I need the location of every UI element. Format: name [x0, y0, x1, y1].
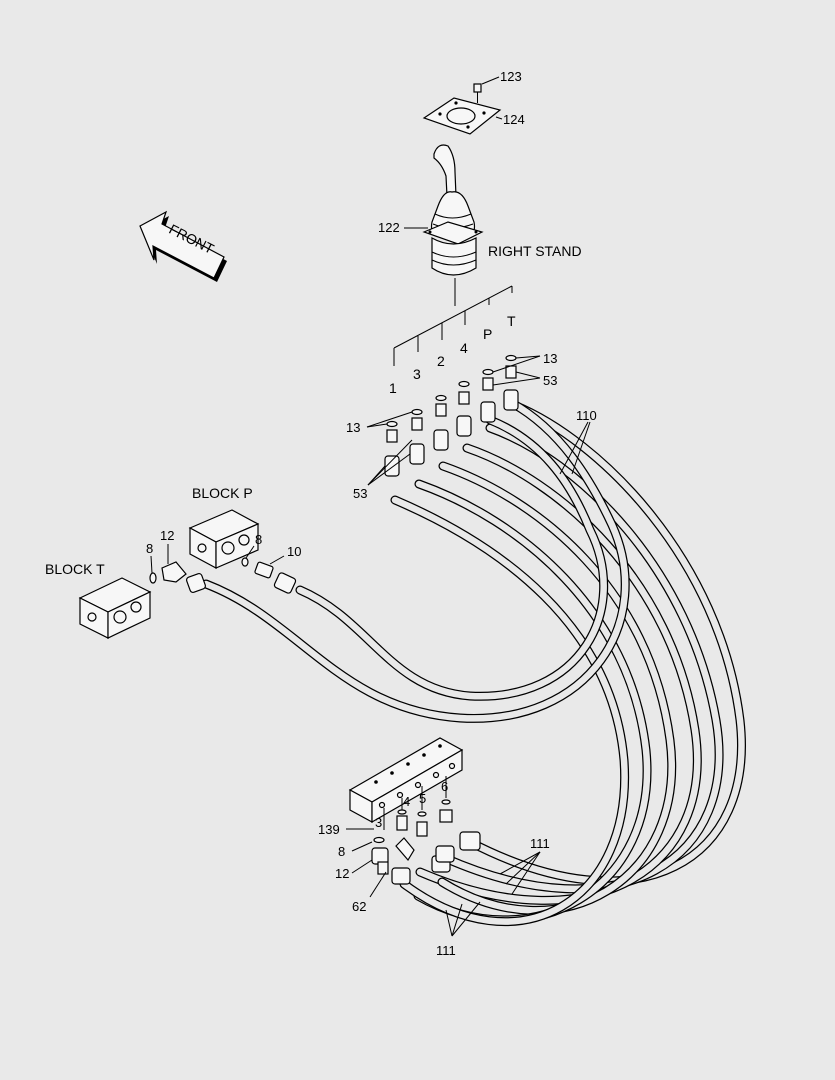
part-number-12-a: 12	[160, 528, 174, 543]
part-number-8-b: 8	[255, 532, 262, 547]
block-port-label-5: 5	[419, 791, 426, 806]
joystick-lever-part	[422, 144, 484, 276]
part-number-123: 123	[500, 69, 522, 84]
port-label-4: 4	[460, 340, 468, 356]
block-fittings	[149, 557, 297, 594]
block-t-part	[78, 577, 152, 639]
block-p-part	[188, 509, 260, 570]
part-number-12-c: 12	[335, 866, 349, 881]
port-label-3: 3	[413, 366, 421, 382]
block-t-label: BLOCK T	[45, 561, 105, 577]
part-number-111-bottom: 111	[436, 943, 456, 958]
flange-plate-part	[422, 97, 502, 135]
part-number-139: 139	[318, 822, 340, 837]
part-number-53-left: 53	[353, 486, 367, 501]
part-number-13-top: 13	[543, 351, 557, 366]
block-port-label-6: 6	[441, 779, 448, 794]
part-number-8-a: 8	[146, 541, 153, 556]
port-label-t: T	[507, 313, 516, 329]
port-leader-lines	[393, 278, 513, 366]
port-label-p: P	[483, 326, 492, 342]
lower-port-leaders	[383, 776, 447, 830]
port-label-2: 2	[437, 353, 445, 369]
hose-block-group	[201, 398, 630, 723]
right-stand-label: RIGHT STAND	[488, 243, 582, 259]
hose-110-group	[390, 400, 746, 927]
bolt-part	[473, 83, 482, 103]
part-number-53-top: 53	[543, 373, 557, 388]
part-number-122: 122	[378, 220, 400, 235]
lower-fittings	[371, 799, 481, 885]
part-number-124: 124	[503, 112, 525, 127]
part-number-110: 110	[576, 408, 597, 423]
lower-block-part	[348, 737, 464, 824]
hose-111-leaders	[445, 851, 541, 937]
part-number-62: 62	[352, 899, 366, 914]
block-p-label: BLOCK P	[192, 485, 253, 501]
front-arrow-icon	[139, 210, 227, 282]
upper-fitting-leaders	[366, 355, 591, 486]
part-number-13-left: 13	[346, 420, 360, 435]
part-number-111-top: 111	[530, 836, 550, 851]
port-label-1: 1	[389, 380, 397, 396]
block-port-label-4: 4	[403, 794, 410, 809]
block-port-label-3: 3	[375, 815, 382, 830]
part-number-8-c: 8	[338, 844, 345, 859]
part-number-10: 10	[287, 544, 301, 559]
